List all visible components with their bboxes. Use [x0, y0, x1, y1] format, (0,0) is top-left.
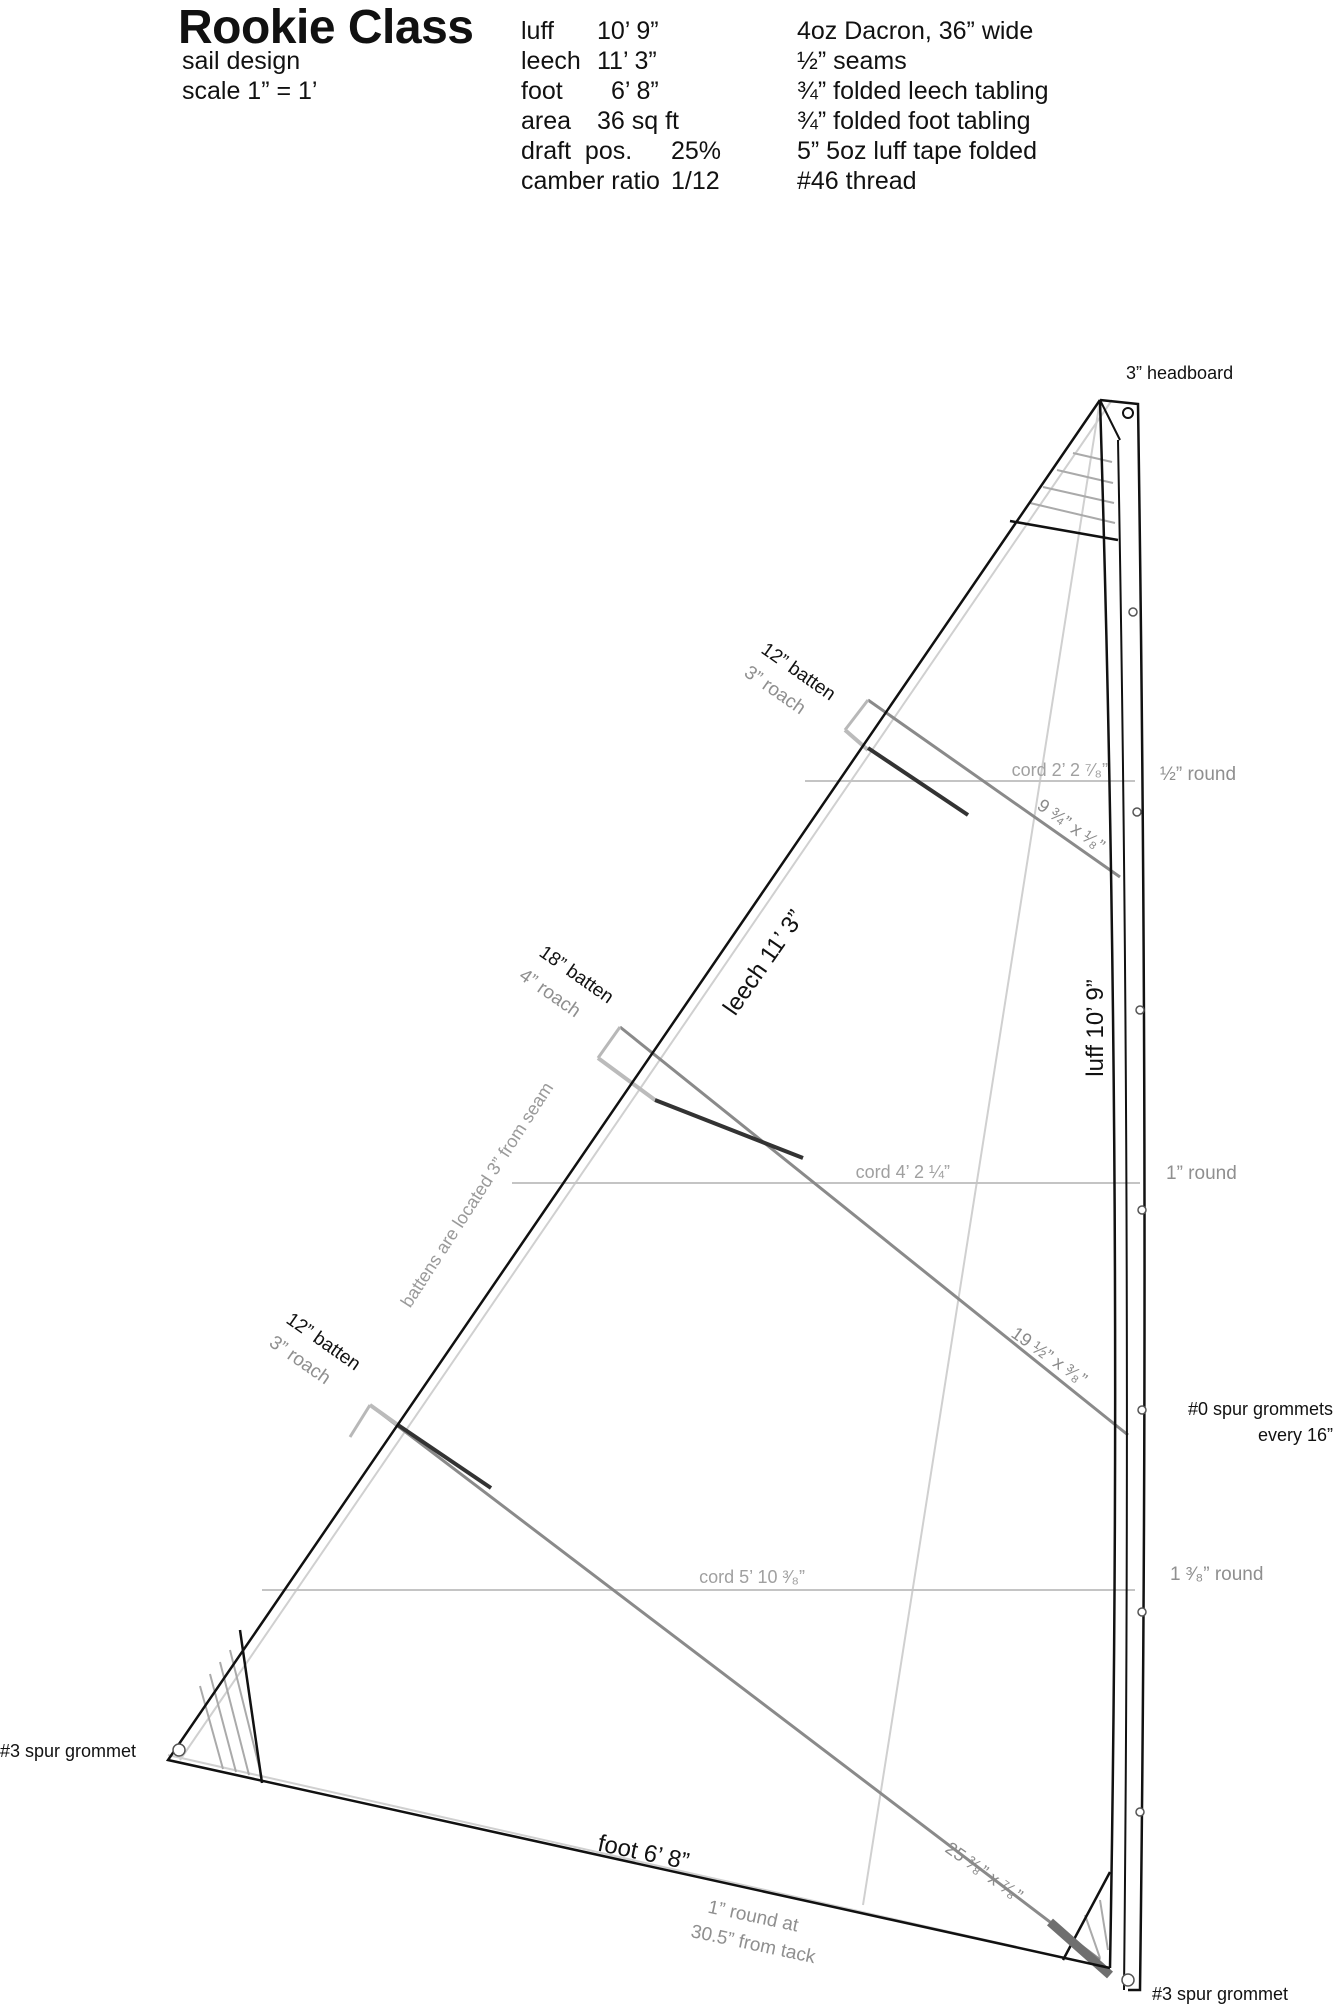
luff-edge — [1098, 399, 1117, 1969]
material-item: 4oz Dacron, 36” wide — [797, 17, 1034, 45]
sail-outline — [165, 399, 1111, 1970]
spec-value: 25% — [671, 137, 722, 165]
seam-low-end — [348, 1404, 372, 1438]
batten-pocket-mid — [596, 1056, 657, 1102]
batten-mid — [654, 1098, 804, 1160]
spec-label: area — [521, 107, 572, 135]
batten-top — [866, 746, 970, 817]
clew-grommet-label: #3 spur grommet — [1152, 1984, 1288, 2004]
material-item: 5” 5oz luff tape folded — [797, 137, 1037, 165]
material-item: #46 thread — [797, 167, 917, 195]
materials-list: 4oz Dacron, 36” wide ½” seams ¾” folded … — [797, 16, 1049, 196]
spec-label: camber ratio — [521, 167, 660, 195]
tack-grommet — [172, 1743, 186, 1757]
construction-lines — [167, 399, 1140, 1969]
luff-tape-inner — [1117, 439, 1128, 1991]
material-item: ½” seams — [797, 47, 907, 75]
spec-label: draft pos. — [521, 137, 633, 165]
subtitle-line-2: scale 1” = 1’ — [182, 77, 318, 105]
headboard-edge — [1099, 399, 1121, 441]
head-patch-edge — [1009, 519, 1119, 542]
spec-value: 10’ 9” — [597, 17, 659, 45]
spec-value: 6’ 8” — [611, 77, 659, 105]
clew-grommet — [1121, 1973, 1135, 1987]
foot-label: foot 6’ 8” — [596, 1830, 692, 1876]
batten-pocket-top — [843, 728, 870, 752]
headboard-label: 3” headboard — [1126, 363, 1233, 383]
seam-low — [369, 1403, 1101, 1962]
batten-pocket-low — [368, 1403, 400, 1427]
seam-low-label: 25 ³⁄₈” x ⁷⁄₈” — [942, 1838, 1027, 1906]
luff-grommets — [1128, 607, 1147, 1817]
luff-tape-outer — [1099, 398, 1146, 1992]
header: Rookie Class sail design scale 1” = 1’ l… — [0, 0, 1334, 220]
seam-mid-label: 19 ½” x ³⁄₈” — [1008, 1323, 1091, 1390]
leech-label: leech 11’ 3” — [718, 905, 810, 1020]
material-item: ¾” folded leech tabling — [797, 77, 1049, 105]
seam-top — [867, 698, 1121, 879]
spec-value: 11’ 3” — [597, 47, 657, 75]
subtitle-line-1: sail design — [182, 47, 301, 75]
chord-line — [179, 399, 1113, 1761]
draft-line — [862, 399, 1101, 1906]
luff-grommets-label-2: every 16” — [1258, 1425, 1333, 1445]
foot-round-label-2: 30.5” from tack — [689, 1921, 818, 1968]
batten-low — [396, 1423, 493, 1490]
batten-note: battens are located 3” from seam — [397, 1079, 558, 1311]
seam-mid-end — [596, 1026, 622, 1059]
round-top-label: ½” round — [1160, 764, 1236, 785]
luff-label: luff 10’ 9” — [1082, 979, 1109, 1076]
round-mid-label: 1” round — [1166, 1163, 1237, 1184]
material-item: ¾” folded foot tabling — [797, 107, 1031, 135]
round-low-label: 1 ³⁄₈” round — [1170, 1564, 1263, 1585]
tack-patch-edge — [238, 1629, 264, 1784]
seam-mid — [619, 1025, 1129, 1437]
spec-table: luff 10’ 9” leech 11’ 3” foot 6’ 8” area 36 … — [521, 16, 721, 196]
luff-grommets-label-1: #0 spur grommets — [1188, 1399, 1333, 1419]
spec-label: luff — [521, 17, 554, 45]
seam-top-end — [843, 699, 870, 731]
cord-low-label: cord 5’ 10 ³⁄₈” — [699, 1567, 805, 1587]
headboard-grommet — [1122, 407, 1134, 419]
spec-value: 36 sq ft — [597, 107, 679, 135]
page-title: Rookie Class — [178, 1, 474, 54]
spec-label: leech — [521, 47, 581, 75]
cord-mid-label: cord 4’ 2 ¼” — [856, 1162, 950, 1182]
tack-grommet-label: #3 spur grommet — [0, 1741, 136, 1761]
cord-top-label: cord 2’ 2 ⁷⁄₈” — [1012, 760, 1108, 780]
spec-label: foot — [521, 77, 563, 105]
spec-value: 1/12 — [671, 167, 720, 195]
